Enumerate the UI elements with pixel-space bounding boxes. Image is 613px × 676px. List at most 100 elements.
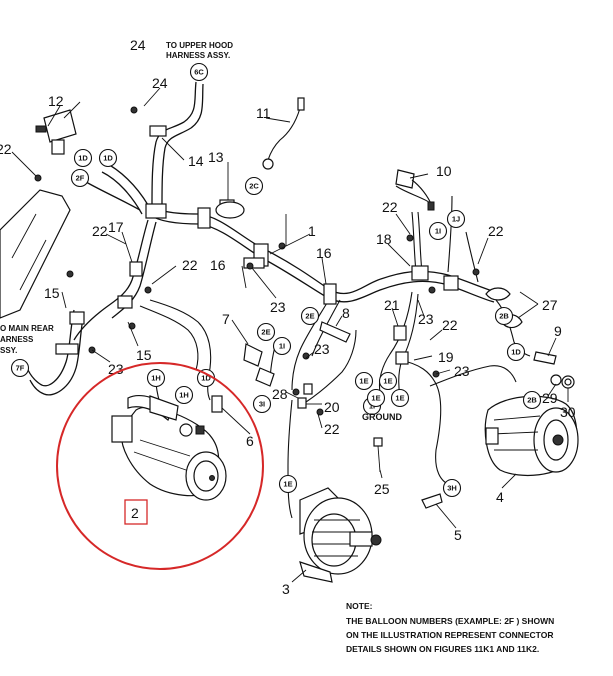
header-label-line-1: TO UPPER HOOD (166, 41, 233, 50)
callout-number: 23 (270, 299, 286, 315)
callout-number: 16 (210, 257, 226, 273)
balloon-label: 1I (435, 227, 441, 236)
callout-number: 22 (324, 421, 340, 437)
callout-number: 8 (342, 305, 350, 321)
callout-number: 16 (316, 245, 332, 261)
connector-balloon: 2C (244, 176, 264, 196)
balloon-label: 1E (359, 377, 368, 386)
note-block: NOTE: THE BALLOON NUMBERS (EXAMPLE: 2F )… (346, 601, 554, 654)
callout-number: 14 (188, 153, 204, 169)
callout-number: 22 (442, 317, 458, 333)
callout-number: 13 (208, 149, 224, 165)
connector-balloon: 2B (494, 306, 514, 326)
balloon-circle (390, 388, 410, 408)
highlight-callout: 2 (56, 362, 264, 570)
balloon-label: 3H (447, 484, 457, 493)
callout-number: 9 (554, 323, 562, 339)
connector-balloon: 1D (196, 368, 216, 388)
callout-number: 17 (108, 219, 124, 235)
balloon-label: 1E (395, 394, 404, 403)
balloon-label: 1I (279, 342, 285, 351)
note-line-2: ON THE ILLUSTRATION REPRESENT CONNECTOR (346, 630, 553, 640)
balloon-label: 1D (201, 374, 211, 383)
highlight-circle (56, 362, 264, 570)
note-line-3: DETAILS SHOWN ON FIGURES 11K1 AND 11K2. (346, 644, 539, 654)
callout-number: 22 (488, 223, 504, 239)
leader-lines (11, 87, 569, 583)
balloon-circle (506, 342, 526, 362)
connector-balloon: 1E (354, 371, 374, 391)
callout-number: 4 (496, 489, 504, 505)
balloon-circle (442, 478, 462, 498)
balloon-circle (256, 322, 276, 342)
callout-number: 22 (382, 199, 398, 215)
connector-balloon: 1H (146, 368, 166, 388)
connector-balloon: 6C (189, 62, 209, 82)
connector-balloon: 1E (390, 388, 410, 408)
balloon-circle (10, 358, 30, 378)
highlight-label-box (124, 499, 148, 525)
callout-number: 20 (324, 399, 340, 415)
balloon-circle (189, 62, 209, 82)
alternator (299, 487, 382, 583)
callout-number: 23 (108, 361, 124, 377)
left-bracket (0, 109, 77, 319)
header-label: TO UPPER HOOD HARNESS ASSY. (166, 41, 233, 60)
callout-number: 25 (374, 481, 390, 497)
balloon-circle (366, 388, 386, 408)
callout-number: 19 (438, 349, 454, 365)
note-title: NOTE: (346, 601, 373, 611)
balloon-label: 2E (261, 328, 270, 337)
balloon-label: 1D (78, 154, 88, 163)
balloon-label: 2B (499, 312, 509, 321)
callout-numbers: 2412242213141110222217161221822161523782… (0, 37, 576, 597)
harness-clamps (55, 125, 459, 365)
connector-balloons: 6C1D1D2F2C2E2E1I1I1J1I2B2B1D1H1H1D3I1E1E… (10, 62, 542, 498)
balloon-circle (378, 371, 398, 391)
balloon-circle (146, 368, 166, 388)
callout-number: 30 (560, 404, 576, 420)
balloon-label: 2C (249, 182, 259, 191)
callout-number: 23 (418, 311, 434, 327)
balloon-circle (244, 176, 264, 196)
balloon-label: 2E (305, 312, 314, 321)
ground-label: GROUND (362, 412, 402, 422)
balloon-label: 1E (371, 394, 380, 403)
balloon-circle (98, 148, 118, 168)
callout-number: 3 (282, 581, 290, 597)
side-label-line-1: O MAIN REAR (0, 324, 54, 333)
connector-balloon: 1E (378, 371, 398, 391)
balloon-circle (354, 371, 374, 391)
callout-number: 24 (152, 75, 168, 91)
balloon-circle (252, 394, 272, 414)
callout-number: 28 (272, 386, 288, 402)
callout-number: 22 (182, 257, 198, 273)
connector-balloon: 1E (278, 474, 298, 494)
connector-balloon: 1I (272, 336, 292, 356)
balloon-label: 3I (259, 400, 265, 409)
balloon-label: 2F (76, 174, 85, 183)
balloon-circle (428, 221, 448, 241)
callout-number: 10 (436, 163, 452, 179)
callout-number: 15 (44, 285, 60, 301)
balloon-circle (494, 306, 514, 326)
connector-balloon: 3H (442, 478, 462, 498)
connector-balloon: 1J (446, 209, 466, 229)
balloon-label: 2B (527, 396, 537, 405)
callout-number: 22 (92, 223, 108, 239)
callout-number: 27 (542, 297, 558, 313)
highlight-label: 2 (131, 505, 139, 521)
callout-number: 15 (136, 347, 152, 363)
connector-balloon: 2F (70, 168, 90, 188)
starter-motor (111, 395, 227, 501)
connector-balloon: 1E (366, 388, 386, 408)
balloon-label: 1D (103, 154, 113, 163)
note-line-1: THE BALLOON NUMBERS (EXAMPLE: 2F ) SHOWN (346, 616, 554, 626)
side-label-line-3: SSY. (0, 346, 17, 355)
balloon-circle (272, 336, 292, 356)
balloon-circle (300, 306, 320, 326)
balloon-label: 6C (194, 68, 204, 77)
connector-balloon: 1D (98, 148, 118, 168)
callout-number: 24 (130, 37, 146, 53)
